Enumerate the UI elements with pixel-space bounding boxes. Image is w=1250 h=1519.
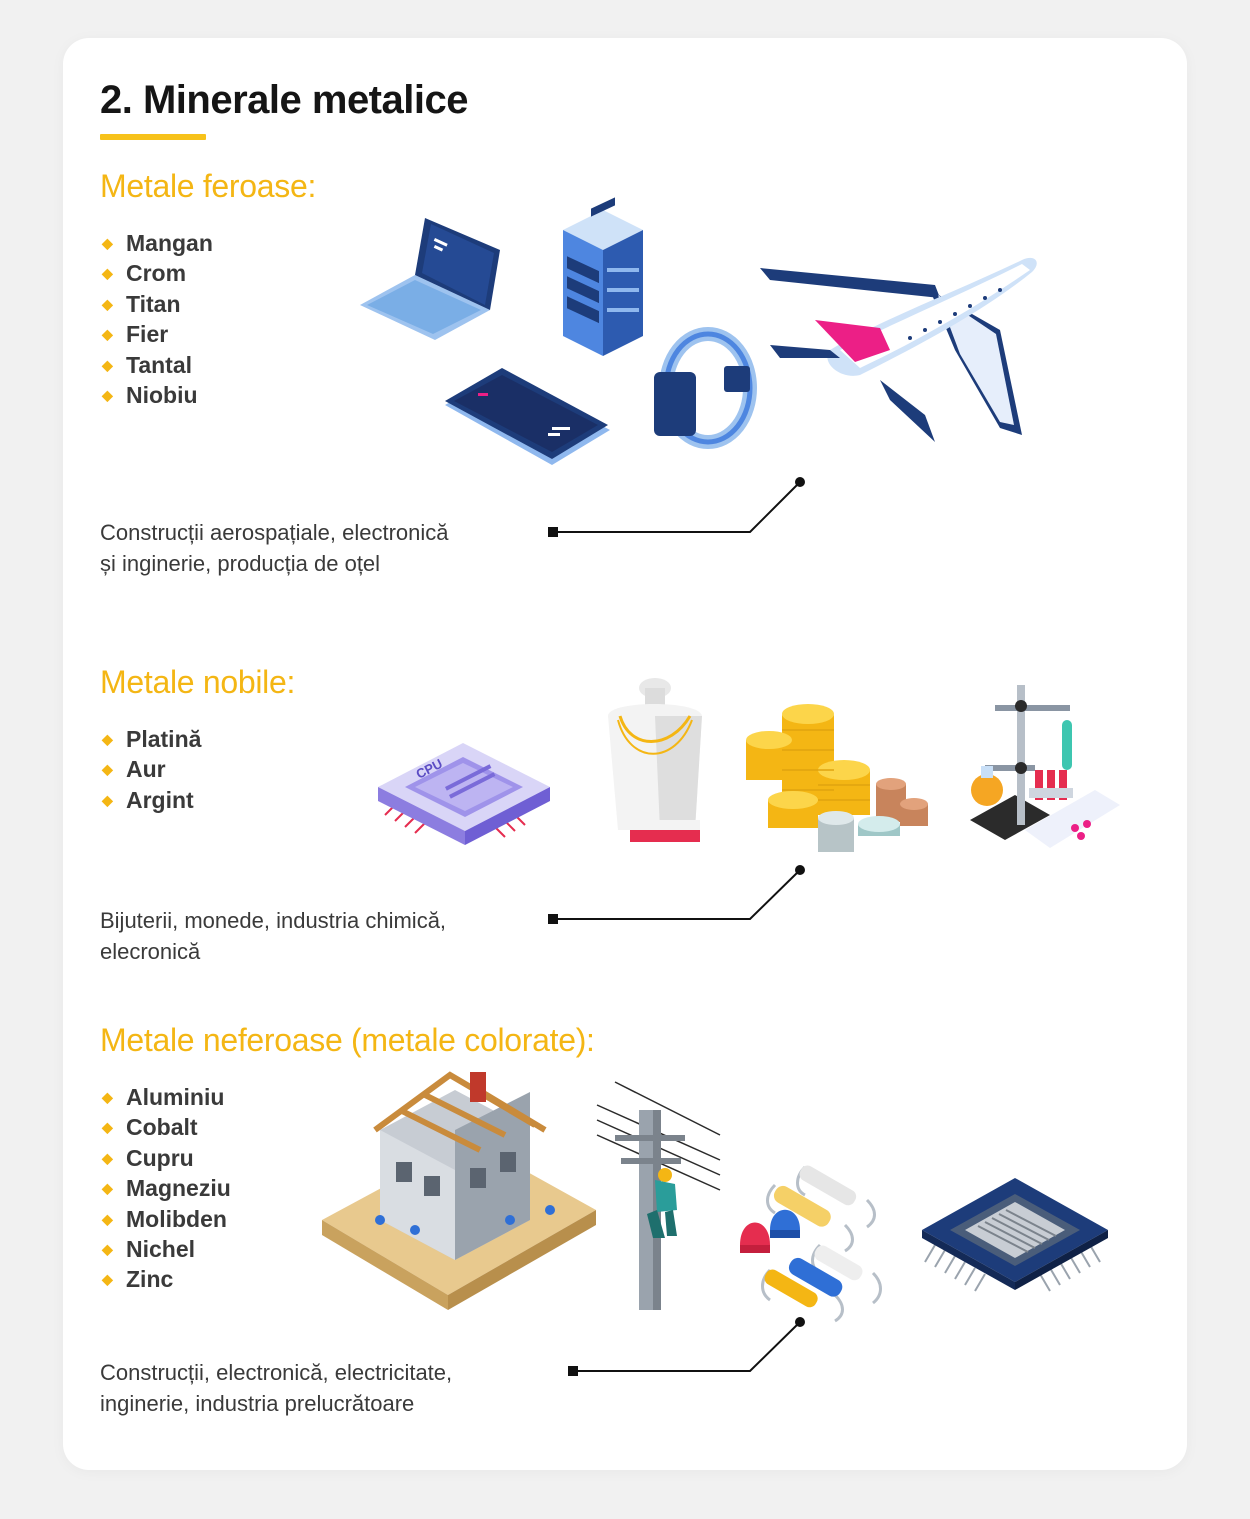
uses-text-feroase: Construcții aerospațiale, electronică și… <box>100 520 449 576</box>
bullet-icon: ◆ <box>102 761 113 778</box>
smartwatch-icon <box>654 327 757 449</box>
list-item: ◆Nichel <box>100 1234 231 1264</box>
list-item: ◆Tantal <box>100 350 213 380</box>
lab-flask-icon <box>970 685 1120 848</box>
list-item: ◆Fier <box>100 319 213 349</box>
list-item: ◆Aur <box>100 754 201 784</box>
title-underline <box>100 134 206 140</box>
list-item: ◆Cupru <box>100 1143 231 1173</box>
cpu-chip-icon: CPU <box>378 743 550 845</box>
laptop-icon <box>360 218 500 340</box>
list-item: ◆Argint <box>100 785 201 815</box>
bullet-icon: ◆ <box>102 1240 113 1257</box>
bullet-icon: ◆ <box>102 1271 113 1288</box>
list-item: ◆Molibden <box>100 1204 231 1234</box>
smartphone-icon <box>445 368 610 465</box>
page-title: 2. Minerale metalice <box>100 78 468 122</box>
list-item: ◆Platină <box>100 724 201 754</box>
list-item: ◆Zinc <box>100 1264 231 1294</box>
server-rack-icon <box>563 197 643 356</box>
bullet-icon: ◆ <box>102 326 113 343</box>
coin-stacks-icon <box>746 704 928 852</box>
uses-text-nobile: Bijuterii, monede, industria chimică, el… <box>100 908 447 964</box>
bullet-icon: ◆ <box>102 235 113 251</box>
bullet-icon: ◆ <box>102 1119 113 1136</box>
section-heading-nobile: Metale nobile: <box>100 664 296 700</box>
airplane-icon <box>760 257 1037 442</box>
bullet-icon: ◆ <box>102 1210 113 1227</box>
mineral-list-nobile: ◆Platină ◆Aur ◆Argint <box>100 724 201 815</box>
mineral-list-neferoase: ◆Aluminiu ◆Cobalt ◆Cupru ◆Magneziu ◆Moli… <box>100 1082 231 1295</box>
bullet-icon: ◆ <box>102 1149 113 1166</box>
microchip-icon <box>922 1178 1108 1292</box>
list-item: ◆Magneziu <box>100 1173 231 1203</box>
bullet-icon: ◆ <box>102 386 113 403</box>
electronic-components-icon <box>740 1165 882 1323</box>
connector-line <box>568 1317 805 1376</box>
list-item: ◆Niobiu <box>100 380 213 410</box>
list-item: ◆Mangan <box>100 228 213 258</box>
bullet-icon: ◆ <box>102 1180 113 1197</box>
uses-text-neferoase: Construcții, electronică, electricitate,… <box>100 1360 453 1416</box>
list-item: ◆Cobalt <box>100 1112 231 1142</box>
necklace-bust-icon <box>608 678 702 842</box>
mineral-list-feroase: ◆Mangan ◆Crom ◆Titan ◆Fier ◆Tantal ◆Niob… <box>100 228 213 410</box>
section-heading-neferoase: Metale neferoase (metale colorate): <box>100 1022 595 1058</box>
bullet-icon: ◆ <box>102 265 113 282</box>
connector-line <box>548 865 805 924</box>
bullet-icon: ◆ <box>102 1089 113 1105</box>
power-pole-icon <box>596 1081 721 1310</box>
section-heading-feroase: Metale feroase: <box>100 168 317 204</box>
bullet-icon: ◆ <box>102 731 113 747</box>
bullet-icon: ◆ <box>102 295 113 312</box>
connector-line <box>548 477 805 537</box>
house-construction-icon <box>322 1071 596 1310</box>
list-item: ◆Titan <box>100 289 213 319</box>
list-item: ◆Crom <box>100 258 213 288</box>
list-item: ◆Aluminiu <box>100 1082 231 1112</box>
bullet-icon: ◆ <box>102 791 113 808</box>
bullet-icon: ◆ <box>102 356 113 373</box>
